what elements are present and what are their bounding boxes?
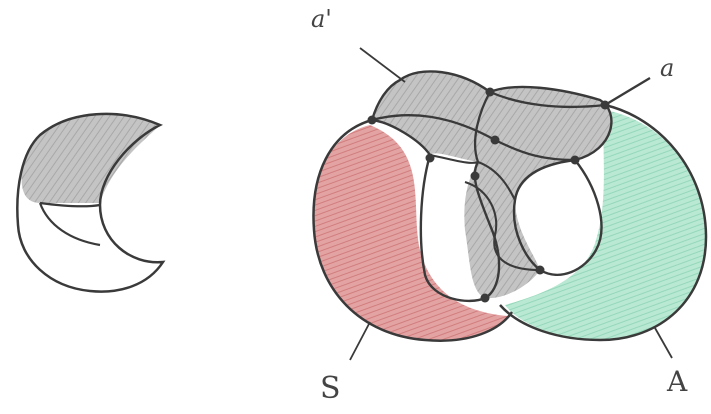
dot	[491, 136, 500, 145]
dot	[486, 88, 495, 97]
label-A: A	[667, 368, 687, 396]
leader-s	[350, 322, 370, 360]
dot	[368, 116, 377, 125]
crescent-inner-flap	[40, 203, 100, 245]
dot	[481, 294, 490, 303]
leader-A	[655, 328, 672, 358]
surface-figure	[313, 48, 706, 360]
dot	[471, 172, 480, 181]
dot	[601, 101, 610, 110]
crescent-shaded-top	[22, 114, 160, 203]
leader-a-prime	[360, 48, 405, 82]
label-a: a	[660, 56, 674, 80]
crescent-figure	[17, 114, 163, 292]
label-s: S	[320, 374, 341, 404]
label-a-prime: a'	[311, 7, 332, 31]
dot	[571, 156, 580, 165]
dot	[536, 266, 545, 275]
dot	[426, 154, 435, 163]
